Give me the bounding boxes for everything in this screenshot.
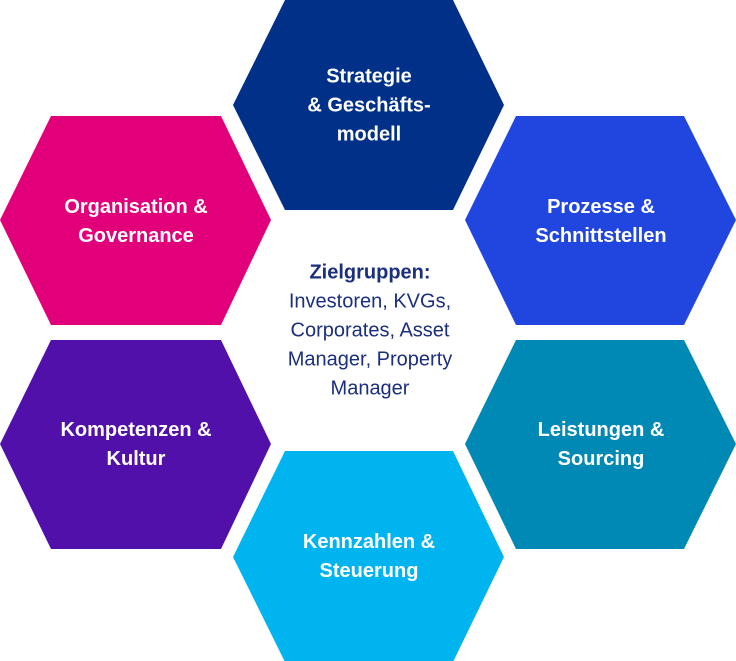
label-prozesse: Prozesse & Schnittstellen (535, 193, 666, 251)
label-line: Governance (78, 225, 194, 247)
label-line: modell (336, 123, 402, 146)
label-kompetenzen: Kompetenzen & Kultur (60, 416, 211, 474)
label-line: Sourcing (557, 448, 645, 470)
label-line: Organisation & (64, 196, 208, 218)
target-groups-title: Zielgruppen: (309, 261, 431, 284)
label-line: Prozesse & (547, 196, 655, 218)
hexagon-kompetenzen (0, 340, 271, 549)
hexagon-prozesse (465, 116, 736, 325)
label-line: Steuerung (319, 560, 419, 582)
hexagon-organisation (0, 116, 271, 325)
label-line: Kompetenzen & (60, 419, 212, 441)
label-strategie: Strategie & Geschäfts- modell (307, 63, 430, 150)
hexagon-leistungen (465, 340, 736, 549)
label-kennzahlen: Kennzahlen & Steuerung (303, 528, 435, 586)
label-line: Leistungen & (537, 419, 665, 441)
target-groups-line: Investoren, KVGs, (288, 290, 452, 313)
label-line: Schnittstellen (535, 225, 667, 247)
label-organisation: Organisation & Governance (64, 193, 207, 251)
label-line: Kennzahlen & (302, 531, 436, 553)
label-leistungen: Leistungen & Sourcing (538, 416, 665, 474)
target-groups-line: Manager (330, 377, 410, 400)
target-groups: Zielgruppen: Investoren, KVGs, Corporate… (288, 259, 453, 404)
target-groups-line: Manager, Property (287, 348, 453, 371)
label-line: & Geschäfts- (307, 94, 431, 117)
target-groups-line: Corporates, Asset (290, 319, 450, 342)
hexagon-kennzahlen (233, 451, 504, 661)
label-line: Kultur (106, 448, 166, 470)
hexagon-strategie (233, 0, 504, 210)
label-line: Strategie (326, 65, 412, 88)
